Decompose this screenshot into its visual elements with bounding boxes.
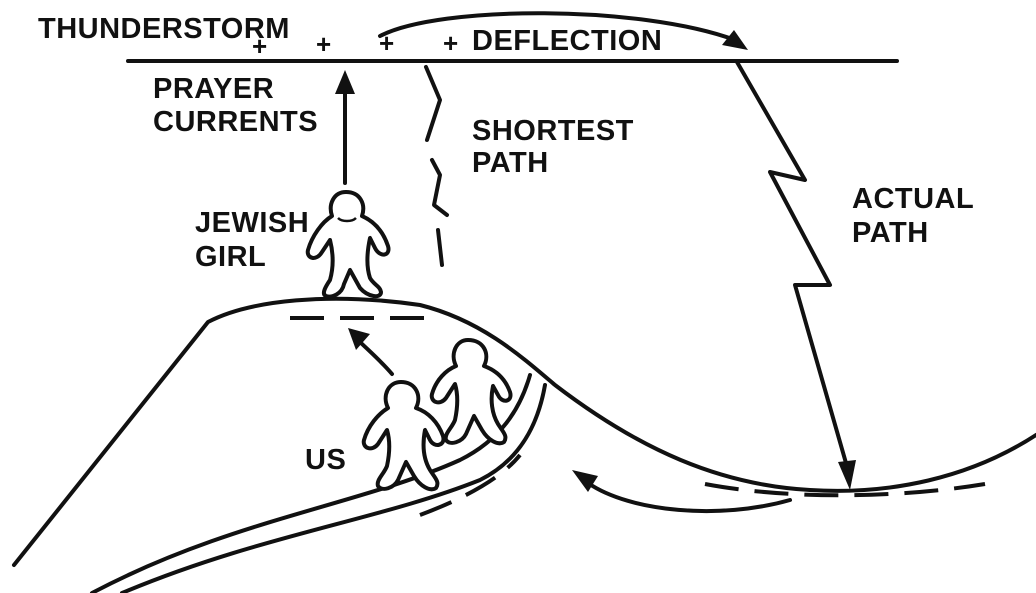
shortest-path-label-line2: PATH [472,147,549,179]
us-label: US [305,444,346,476]
ground-line [120,383,547,593]
deflection-label: DEFLECTION [472,25,662,57]
prayer-currents-label-line2: CURRENTS [153,106,318,138]
return-current-arrowhead [572,470,598,492]
actual-path-label-line2: PATH [852,217,929,249]
return-current-arrow [586,481,792,514]
prayer-currents-label-line1: PRAYER [153,73,274,105]
prayer-currents-arrowhead [335,70,355,94]
actual-path-label-line1: ACTUAL [852,183,974,215]
charge-plus-sign: + [443,28,459,58]
us-to-girl-arrow [356,338,394,376]
actual-path-lightning [735,60,850,472]
jewish-girl-label-line1: JEWISH [195,207,309,239]
shortest-path-lightning [424,65,442,142]
jewish-girl-figure [305,190,391,299]
charge-plus-sign: + [252,31,268,61]
deflection-arrowhead [722,30,748,50]
shortest-path-lightning [436,228,444,267]
dashed-ground-layer [419,453,522,517]
shortest-path-lightning [430,158,449,217]
ground-line [90,373,532,593]
shortest-path-label-line1: SHORTEST [472,115,634,147]
hill-outline [12,296,1036,567]
us-to-girl-arrowhead [348,328,370,350]
actual-path-arrowhead [838,460,856,490]
deflection-arrow [378,11,737,42]
charge-plus-sign: + [316,29,332,59]
thunderstorm-label: THUNDERSTORM [38,13,290,45]
us-figure-left [361,380,446,492]
us-figure-right [429,338,513,446]
jewish-girl-label-line2: GIRL [195,241,266,273]
